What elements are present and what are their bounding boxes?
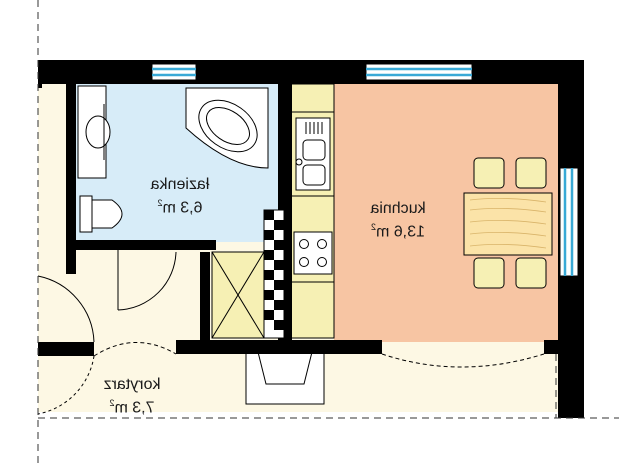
fireplace-icon: [245, 351, 325, 405]
room-area: 6,3 m2: [157, 198, 203, 217]
bathroom-label: łazienka 6,3 m2: [140, 176, 220, 217]
room-name: łazienka: [150, 176, 210, 193]
door-swing: [93, 342, 545, 368]
door-swing: [117, 250, 177, 311]
dining-table-icon: [463, 192, 553, 256]
corridor-label: korytarz 7,3 m2: [92, 376, 172, 417]
room-name: korytarz: [103, 376, 161, 393]
stove-icon: [293, 231, 333, 275]
kitchen-label: kuchnia 13,6 m2: [358, 200, 438, 241]
window-icon: [151, 63, 197, 81]
washbasin-icon: [77, 85, 111, 179]
brick-column: [263, 209, 285, 339]
window-icon: [365, 63, 473, 81]
bathtub-icon: [185, 87, 269, 169]
ventilation-shaft: [211, 251, 265, 339]
window-icon: [559, 167, 579, 277]
chair-icon: [473, 157, 547, 289]
sink-icon: [295, 117, 331, 191]
room-area: 13,6 m2: [371, 222, 425, 241]
room-name: kuchnia: [370, 200, 426, 217]
toilet-icon: [79, 195, 123, 233]
door-swing: [37, 275, 95, 415]
section-line: [37, 0, 619, 466]
room-area: 7,3 m2: [109, 398, 155, 417]
walls: [38, 60, 584, 418]
